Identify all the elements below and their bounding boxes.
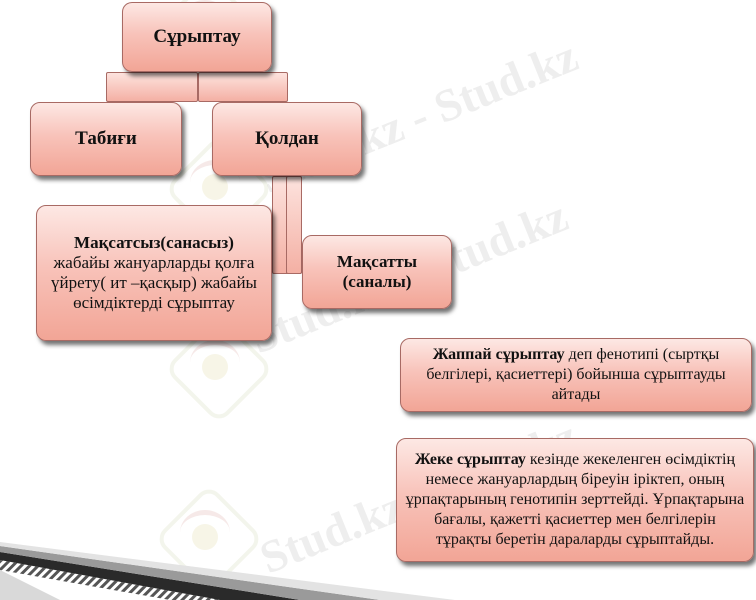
individual-selection-desc: кезінде жекеленген өсімдіктің немесе жан… (405, 451, 745, 548)
node-artificial-label: Қолдан (255, 128, 319, 149)
node-unconscious-desc: жабайы жануарларды қолға үйрету( ит –қас… (51, 253, 257, 312)
node-natural: Табиғи (30, 102, 182, 176)
mass-selection-term: Жаппай сұрыптау (432, 346, 565, 363)
definition-mass-selection: Жаппай сұрыптау деп фенотипі (сыртқы бел… (400, 338, 752, 412)
node-artificial: Қолдан (212, 102, 362, 176)
node-conscious: Мақсатты (саналы) (302, 235, 452, 309)
node-natural-label: Табиғи (75, 128, 137, 149)
root-node-selection: Сұрыптау (122, 2, 272, 72)
node-unconscious-title: Мақсатсыз(санасыз) (74, 233, 234, 252)
node-unconscious: Мақсатсыз(санасыз) жабайы жануарларды қо… (36, 205, 272, 341)
mass-selection-desc: деп фенотипі (сыртқы белгілері, қасиетте… (426, 346, 726, 403)
decorative-stripes (0, 542, 455, 600)
connector-right (198, 72, 288, 102)
individual-selection-term: Жеке сұрыптау (414, 451, 526, 468)
root-node-label: Сұрыптау (153, 26, 241, 47)
connector-vertical-inner (286, 176, 302, 274)
definition-individual-selection: Жеке сұрыптау кезінде жекеленген өсімдік… (396, 438, 754, 562)
node-conscious-label: Мақсатты (саналы) (336, 252, 418, 291)
connector-left (106, 72, 198, 102)
